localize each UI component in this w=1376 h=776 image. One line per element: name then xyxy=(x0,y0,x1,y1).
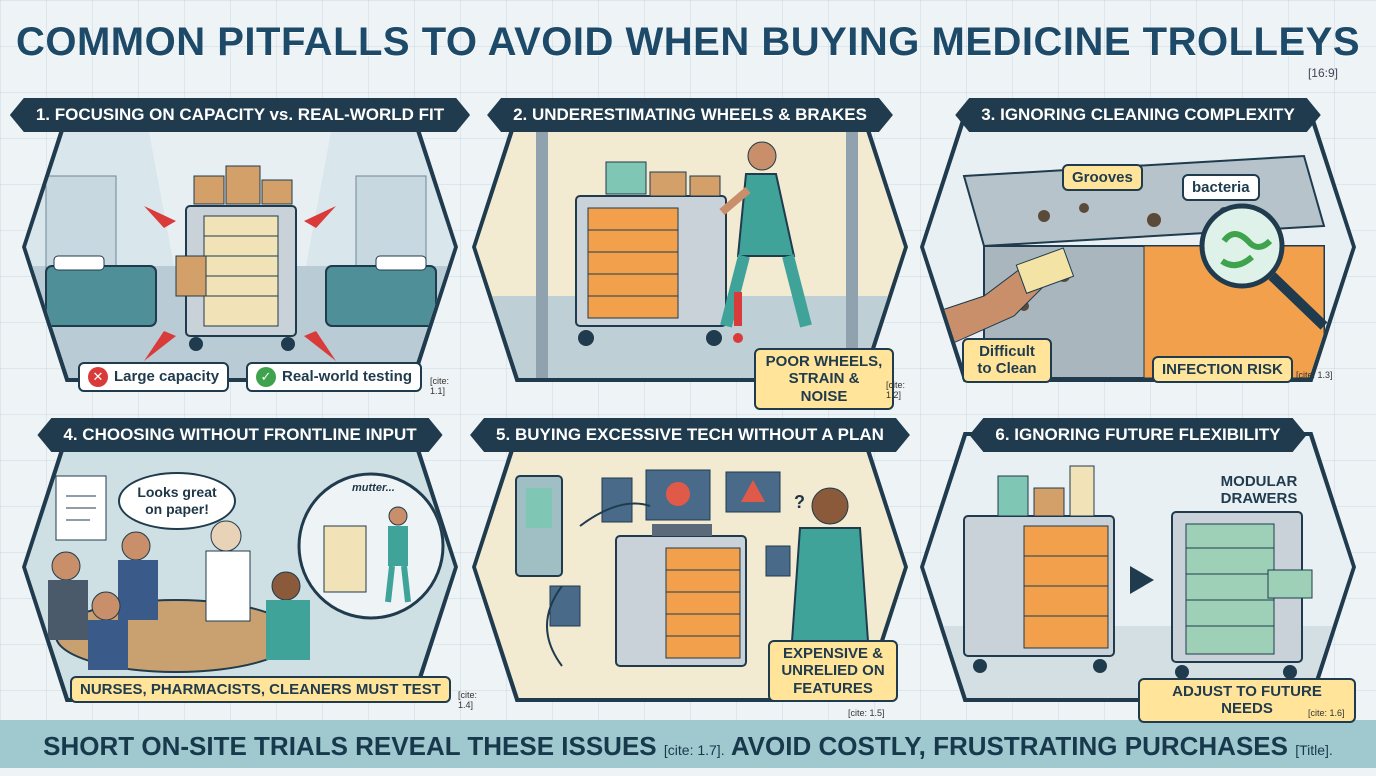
panel-2-cite: [cite: 1.2] xyxy=(886,380,906,400)
panel-6-illustration xyxy=(924,436,1352,698)
footer-part2: AVOID COSTLY, FRUSTRATING PURCHASES xyxy=(730,731,1288,761)
large-capacity-label: ✕ Large capacity xyxy=(78,362,230,392)
panel-2-illustration xyxy=(476,116,904,378)
footer-banner: SHORT ON-SITE TRIALS REVEAL THESE ISSUES… xyxy=(0,720,1376,768)
panel-6-frame xyxy=(920,432,1356,702)
x-circle-icon: ✕ xyxy=(88,367,108,387)
check-circle-icon: ✓ xyxy=(256,367,276,387)
panel-1-frame xyxy=(22,112,458,382)
panel-5-title: 5. BUYING EXCESSIVE TECH WITHOUT A PLAN xyxy=(470,418,910,452)
infection-risk-label: INFECTION RISK xyxy=(1152,356,1293,384)
panel-2-title: 2. UNDERESTIMATING WHEELS & BRAKES xyxy=(487,98,893,132)
panel-2-frame xyxy=(472,112,908,382)
expensive-features-label: EXPENSIVE & UNRELIED ON FEATURES xyxy=(768,640,898,702)
clipboard-icon xyxy=(55,475,107,541)
mutter-text: mutter... xyxy=(352,482,395,494)
panel-3-title: 3. IGNORING CLEANING COMPLEXITY xyxy=(955,98,1321,132)
panel-1-illustration xyxy=(26,116,454,378)
panel-3-illustration xyxy=(924,116,1352,378)
panel-6-title: 6. IGNORING FUTURE FLEXIBILITY xyxy=(969,418,1306,452)
footer-cite1: [cite: 1.7]. xyxy=(663,742,725,758)
panel-3: 3. IGNORING CLEANING COMPLEXITY xyxy=(920,98,1356,388)
modular-drawers-label: MODULAR DRAWERS xyxy=(1220,473,1298,508)
panel-1: 1. FOCUSING ON CAPACITY vs. REAL-WORLD F… xyxy=(22,98,458,396)
panel-6-cite: [cite: 1.6] xyxy=(1308,708,1345,718)
panel-5: 5. BUYING EXCESSIVE TECH WITHOUT A PLAN xyxy=(470,418,910,718)
footer-cite2: [Title]. xyxy=(1295,742,1333,758)
panel-4-illustration xyxy=(26,436,454,698)
large-capacity-text: Large capacity xyxy=(114,367,220,385)
bacteria-label: bacteria xyxy=(1182,174,1260,202)
frontline-test-label: NURSES, PHARMACISTS, CLEANERS MUST TEST xyxy=(70,676,451,704)
panel-4-frame xyxy=(22,432,458,702)
grooves-label: Grooves xyxy=(1062,164,1143,192)
panel-1-cite: [cite: 1.1] xyxy=(430,376,450,396)
difficult-to-clean-label: Difficult to Clean xyxy=(962,338,1052,383)
panel-4: 4. CHOOSING WITHOUT FRONTLINE INPUT xyxy=(22,418,477,710)
panel-4-cite: [cite: 1.4] xyxy=(458,690,478,710)
panel-1-title: 1. FOCUSING ON CAPACITY vs. REAL-WORLD F… xyxy=(10,98,470,132)
panel-2: 2. UNDERESTIMATING WHEELS & BRAKES xyxy=(472,98,908,410)
adjust-future-label: ADJUST TO FUTURE NEEDS xyxy=(1138,678,1356,723)
footer-part1: SHORT ON-SITE TRIALS REVEAL THESE ISSUES xyxy=(43,731,657,761)
aspect-note: [16:9] xyxy=(1307,66,1338,80)
panel-5-cite: [cite: 1.5] xyxy=(848,708,885,718)
arrow-right-icon xyxy=(1130,566,1154,594)
panel-6: 6. IGNORING FUTURE FLEXIBILITY xyxy=(920,418,1356,723)
poor-wheels-label: POOR WHEELS, STRAIN & NOISE xyxy=(754,348,894,410)
page-title: COMMON PITFALLS TO AVOID WHEN BUYING MED… xyxy=(15,20,1361,64)
real-world-testing-text: Real-world testing xyxy=(282,367,413,385)
panel-4-title: 4. CHOOSING WITHOUT FRONTLINE INPUT xyxy=(37,418,442,452)
panel-3-cite: [cite: 1.3] xyxy=(1296,370,1333,380)
real-world-testing-label: ✓ Real-world testing xyxy=(246,362,423,392)
question-mark: ? xyxy=(794,492,805,512)
speech-bubble: Looks great on paper! xyxy=(118,472,236,530)
panel-3-frame xyxy=(920,112,1356,382)
